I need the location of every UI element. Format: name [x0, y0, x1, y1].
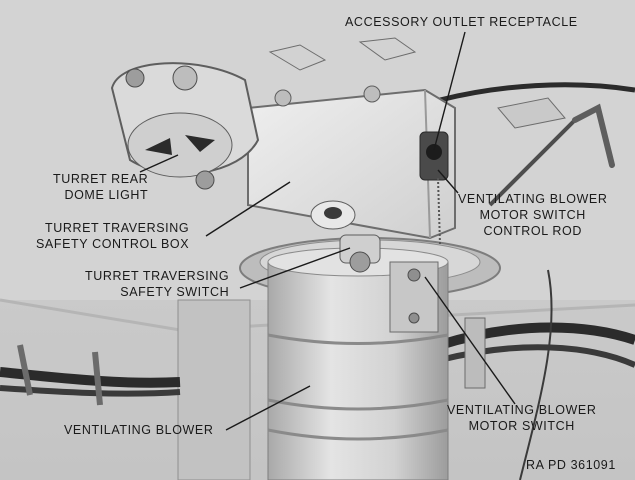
- figure-code: RA PD 361091: [526, 458, 616, 472]
- label-line: ACCESSORY OUTLET RECEPTACLE: [345, 15, 578, 29]
- box-mount-bracket: [268, 44, 327, 71]
- control-rod-handle: [572, 103, 615, 168]
- dome-light-vent: [145, 135, 215, 155]
- dome-light-knob: [125, 68, 145, 88]
- label-safety-switch: TURRET TRAVERSING SAFETY SWITCH: [85, 268, 229, 300]
- right-clamp: [464, 317, 486, 389]
- left-cable-bundle: [0, 367, 181, 388]
- label-blower-control-rod: VENTILATING BLOWER MOTOR SWITCH CONTROL …: [458, 191, 607, 239]
- leader-accessory-outlet: [433, 31, 466, 151]
- leader-control-rod: [437, 169, 459, 194]
- safety-switch-knob: [349, 251, 371, 273]
- accessory-outlet-socket: [426, 144, 442, 160]
- label-line: SAFETY SWITCH: [120, 285, 230, 299]
- dome-light-screw: [195, 170, 215, 190]
- outlet-chain: [437, 177, 441, 246]
- blower-control-rod: [488, 118, 577, 207]
- label-line: SAFETY CONTROL BOX: [36, 237, 190, 251]
- dome-bulb-core: [324, 207, 342, 219]
- label-safety-control-box: TURRET TRAVERSING SAFETY CONTROL BOX: [36, 220, 189, 252]
- dangling-wire: [519, 269, 553, 480]
- box-bolt: [274, 89, 292, 107]
- motor-switch-bolt-2: [408, 312, 420, 324]
- blower-band: [267, 333, 449, 345]
- label-line: MOTOR SWITCH: [468, 419, 575, 433]
- leader-lines: [139, 31, 516, 431]
- label-line: CONTROL ROD: [483, 224, 582, 238]
- blower-band-2: [267, 398, 449, 411]
- leader-motor-switch: [424, 276, 516, 405]
- motor-switch-bolt: [407, 268, 421, 282]
- label-line: TURRET REAR: [53, 172, 149, 186]
- leader-ventilating-blower: [225, 385, 311, 431]
- cable-clamp: [17, 344, 103, 406]
- label-accessory-outlet: ACCESSORY OUTLET RECEPTACLE: [345, 14, 578, 30]
- rod-mount: [497, 97, 566, 129]
- blower-band-3: [267, 428, 449, 441]
- label-line: TURRET TRAVERSING: [85, 269, 230, 283]
- label-line: DOME LIGHT: [64, 188, 149, 202]
- label-line: TURRET TRAVERSING: [44, 221, 190, 235]
- label-blower-motor-switch: VENTILATING BLOWER MOTOR SWITCH: [447, 402, 596, 434]
- left-cable-bundle-2: [0, 385, 181, 397]
- box-bolt-2: [363, 85, 381, 103]
- leader-safety-switch: [239, 247, 351, 289]
- label-rear-dome-light: TURRET REAR DOME LIGHT: [53, 171, 148, 203]
- box-mount-bracket-2: [358, 37, 417, 61]
- upper-cable: [439, 82, 635, 103]
- rear-dome-light-lens: [127, 112, 233, 178]
- leader-safety-control-box: [205, 181, 291, 237]
- leader-rear-dome-light: [139, 154, 179, 173]
- label-line: VENTILATING BLOWER: [64, 423, 214, 437]
- label-ventilating-blower: VENTILATING BLOWER: [64, 422, 213, 438]
- label-line: MOTOR SWITCH: [479, 208, 586, 222]
- dome-light-hex-nut: [172, 65, 198, 91]
- label-line: VENTILATING BLOWER: [447, 403, 597, 417]
- label-line: VENTILATING BLOWER: [458, 192, 608, 206]
- support-post: [177, 299, 251, 480]
